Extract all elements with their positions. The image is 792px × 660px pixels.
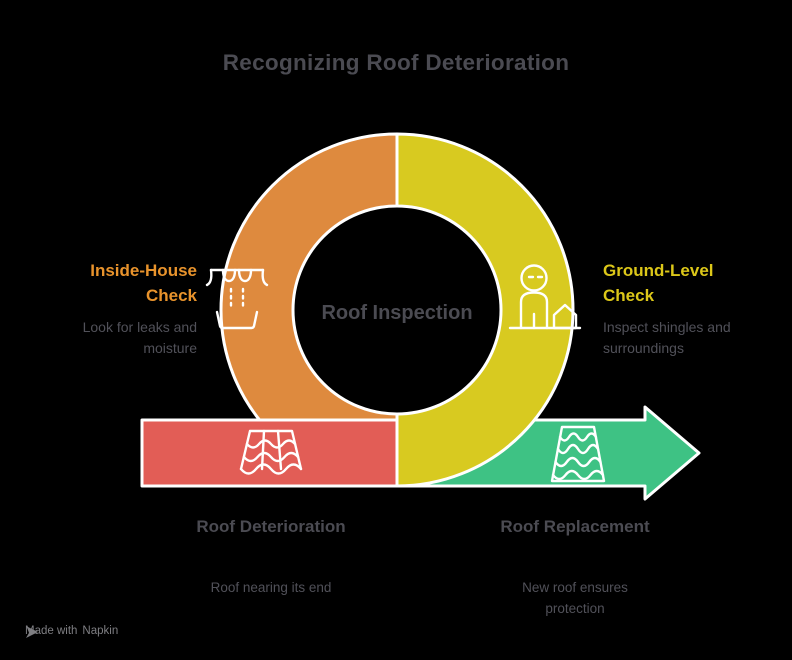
- ring-center-label: Roof Inspection: [321, 302, 473, 324]
- watermark-prefix: Made with: [25, 625, 78, 637]
- ceiling-leak-icon: [205, 268, 269, 330]
- ground-level-label: Ground-Level Check: [603, 261, 714, 305]
- person-house-icon: [508, 264, 582, 330]
- made-with-napkin-watermark: Made with Napkin: [25, 625, 119, 638]
- replacement-description: New roof ensures protection: [522, 580, 628, 616]
- shingle-roof-icon: [550, 425, 606, 483]
- inside-house-label: Inside-House Check: [90, 261, 197, 305]
- watermark-brand: Napkin: [82, 625, 119, 637]
- deterioration-label: Roof Deterioration: [196, 517, 346, 536]
- ground-level-description: Inspect shingles and surroundings: [603, 319, 731, 356]
- replacement-label: Roof Replacement: [500, 517, 650, 536]
- deterioration-band: [140, 418, 399, 488]
- napkin-pen-icon: [26, 626, 38, 638]
- inside-house-description: Look for leaks and moisture: [82, 319, 197, 356]
- roof-tiles-icon: [239, 429, 303, 475]
- deterioration-description: Roof nearing its end: [210, 580, 332, 595]
- ring-segment-ground-level: [395, 132, 575, 488]
- page-title: Recognizing Roof Deterioration: [222, 50, 570, 75]
